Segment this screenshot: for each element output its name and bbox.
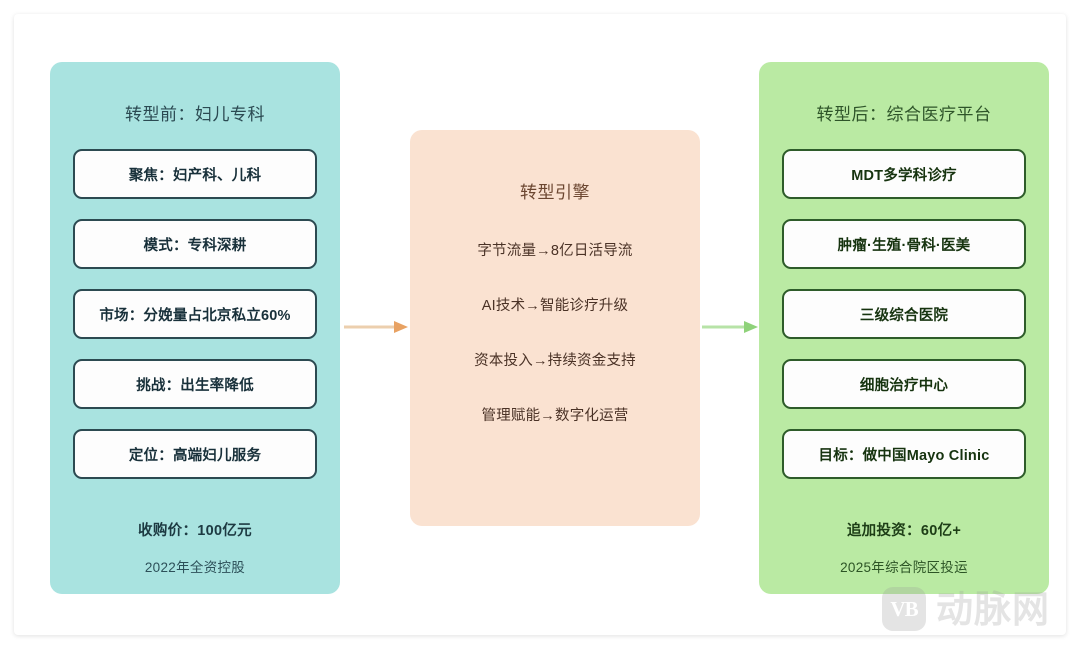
panel-after-transformation: 转型后：综合医疗平台 MDT多学科诊疗 肿瘤·生殖·骨科·医美 三级综合医院 细… — [759, 62, 1049, 594]
panel-after-footer-sub: 2025年综合院区投运 — [840, 560, 968, 575]
panel-after-item-list: MDT多学科诊疗 肿瘤·生殖·骨科·医美 三级综合医院 细胞治疗中心 目标：做中… — [759, 149, 1049, 479]
panel-after-footer: 追加投资：60亿+ 2025年综合院区投运 — [759, 519, 1049, 576]
list-item: 挑战：出生率降低 — [73, 359, 317, 409]
list-item: 字节流量→8亿日活导流 — [477, 243, 633, 259]
arrow-before-to-engine-icon — [344, 320, 410, 334]
panel-before-title: 转型前：妇儿专科 — [125, 105, 265, 124]
list-item: 目标：做中国Mayo Clinic — [782, 429, 1026, 479]
list-item: 肿瘤·生殖·骨科·医美 — [782, 219, 1026, 269]
panel-engine-line-list: 字节流量→8亿日活导流 AI技术→智能诊疗升级 资本投入→持续资金支持 管理赋能… — [410, 239, 700, 425]
arrow-engine-to-after-icon — [702, 320, 760, 334]
panel-before-transformation: 转型前：妇儿专科 聚焦：妇产科、儿科 模式：专科深耕 市场：分娩量占北京私立60… — [50, 62, 340, 594]
list-item: 三级综合医院 — [782, 289, 1026, 339]
list-item: 聚焦：妇产科、儿科 — [73, 149, 317, 199]
panel-before-footer-main: 收购价：100亿元 — [138, 523, 252, 539]
list-item: 市场：分娩量占北京私立60% — [73, 289, 317, 339]
list-item: 细胞治疗中心 — [782, 359, 1026, 409]
panel-before-item-list: 聚焦：妇产科、儿科 模式：专科深耕 市场：分娩量占北京私立60% 挑战：出生率降… — [50, 149, 340, 479]
list-item: MDT多学科诊疗 — [782, 149, 1026, 199]
list-item: 资本投入→持续资金支持 — [474, 353, 636, 369]
panel-after-footer-main: 追加投资：60亿+ — [846, 523, 962, 539]
diagram-stage: 转型前：妇儿专科 聚焦：妇产科、儿科 模式：专科深耕 市场：分娩量占北京私立60… — [14, 14, 1066, 635]
list-item: 模式：专科深耕 — [73, 219, 317, 269]
panel-before-footer: 收购价：100亿元 2022年全资控股 — [50, 519, 340, 576]
list-item: 定位：高端妇儿服务 — [73, 429, 317, 479]
panel-before-footer-sub: 2022年全资控股 — [144, 560, 246, 575]
panel-after-title: 转型后：综合医疗平台 — [816, 105, 992, 124]
panel-engine-title: 转型引擎 — [520, 183, 590, 202]
list-item: 管理赋能→数字化运营 — [481, 408, 629, 424]
watermark-text: 动脉网 — [936, 588, 1050, 630]
panel-transformation-engine: 转型引擎 字节流量→8亿日活导流 AI技术→智能诊疗升级 资本投入→持续资金支持… — [410, 130, 700, 526]
list-item: AI技术→智能诊疗升级 — [481, 298, 629, 314]
